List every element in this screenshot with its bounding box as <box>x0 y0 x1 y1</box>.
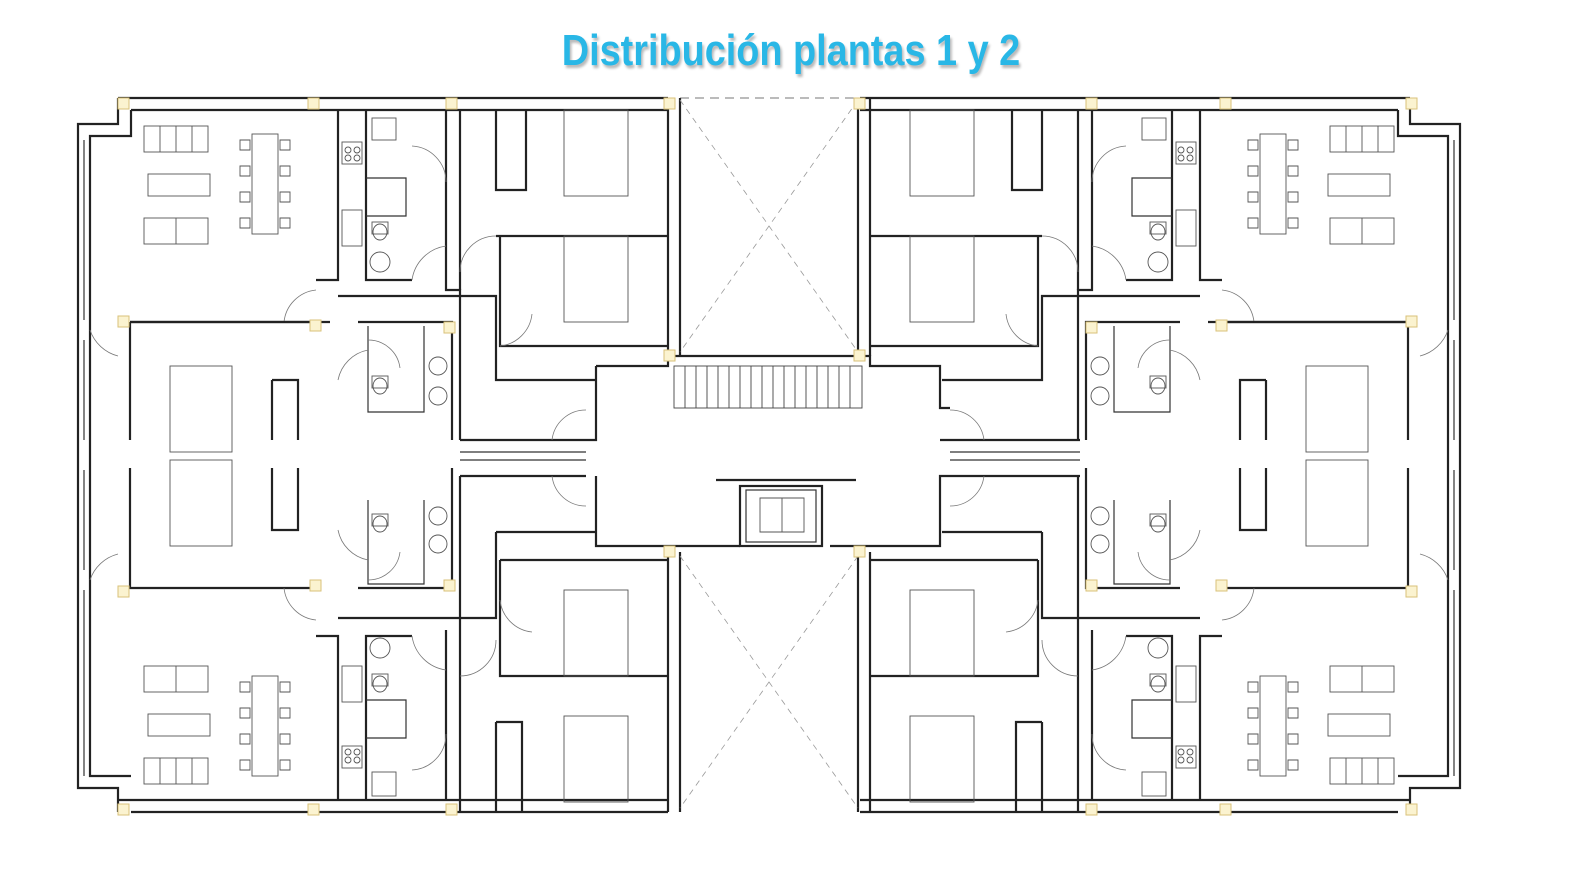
column <box>309 579 322 592</box>
bedrooms-bottom-left <box>458 476 668 812</box>
outer-walls <box>76 96 1462 814</box>
bedrooms-bottom-right <box>870 476 1080 812</box>
right-half <box>870 109 1449 812</box>
column <box>1215 579 1228 592</box>
apartment-mid-left-lower <box>89 459 454 590</box>
column <box>445 803 458 816</box>
apartment-mid-right-upper <box>1084 320 1449 453</box>
column <box>307 803 320 816</box>
apartment-mid-right-lower <box>1084 459 1449 590</box>
column <box>663 545 676 558</box>
lobby-doors <box>551 409 985 507</box>
column <box>1085 803 1098 816</box>
column <box>1219 803 1232 816</box>
elevator <box>716 478 856 548</box>
column <box>445 97 458 110</box>
column <box>309 319 322 332</box>
column <box>1405 315 1418 328</box>
column <box>1405 97 1418 110</box>
column <box>853 97 866 110</box>
structural-columns <box>117 97 1418 816</box>
column <box>1215 319 1228 332</box>
bedrooms-top-left <box>458 109 668 348</box>
column <box>1405 803 1418 816</box>
core-walls <box>460 354 1080 548</box>
apartment-bottom-left <box>143 532 498 800</box>
column <box>307 97 320 110</box>
column <box>117 803 130 816</box>
column <box>1405 585 1418 598</box>
stair-outline <box>673 365 863 409</box>
column <box>117 97 130 110</box>
column <box>853 349 866 362</box>
apartment-mid-left-upper <box>89 320 454 453</box>
column <box>853 545 866 558</box>
column <box>1219 97 1232 110</box>
bedrooms-top-right <box>870 109 1080 348</box>
column <box>117 315 130 328</box>
column <box>443 321 456 334</box>
apartment-bottom-right <box>1040 532 1395 800</box>
page-title: Distribución plantas 1 y 2 <box>561 26 1021 75</box>
column <box>117 585 130 598</box>
column <box>443 579 456 592</box>
courtyard-north <box>666 97 872 356</box>
column <box>663 97 676 110</box>
column <box>1085 321 1098 334</box>
stair <box>673 365 863 409</box>
column <box>1085 97 1098 110</box>
column <box>663 349 676 362</box>
column <box>1085 579 1098 592</box>
apartment-top-right <box>942 110 1410 440</box>
courtyard-south <box>666 552 872 812</box>
